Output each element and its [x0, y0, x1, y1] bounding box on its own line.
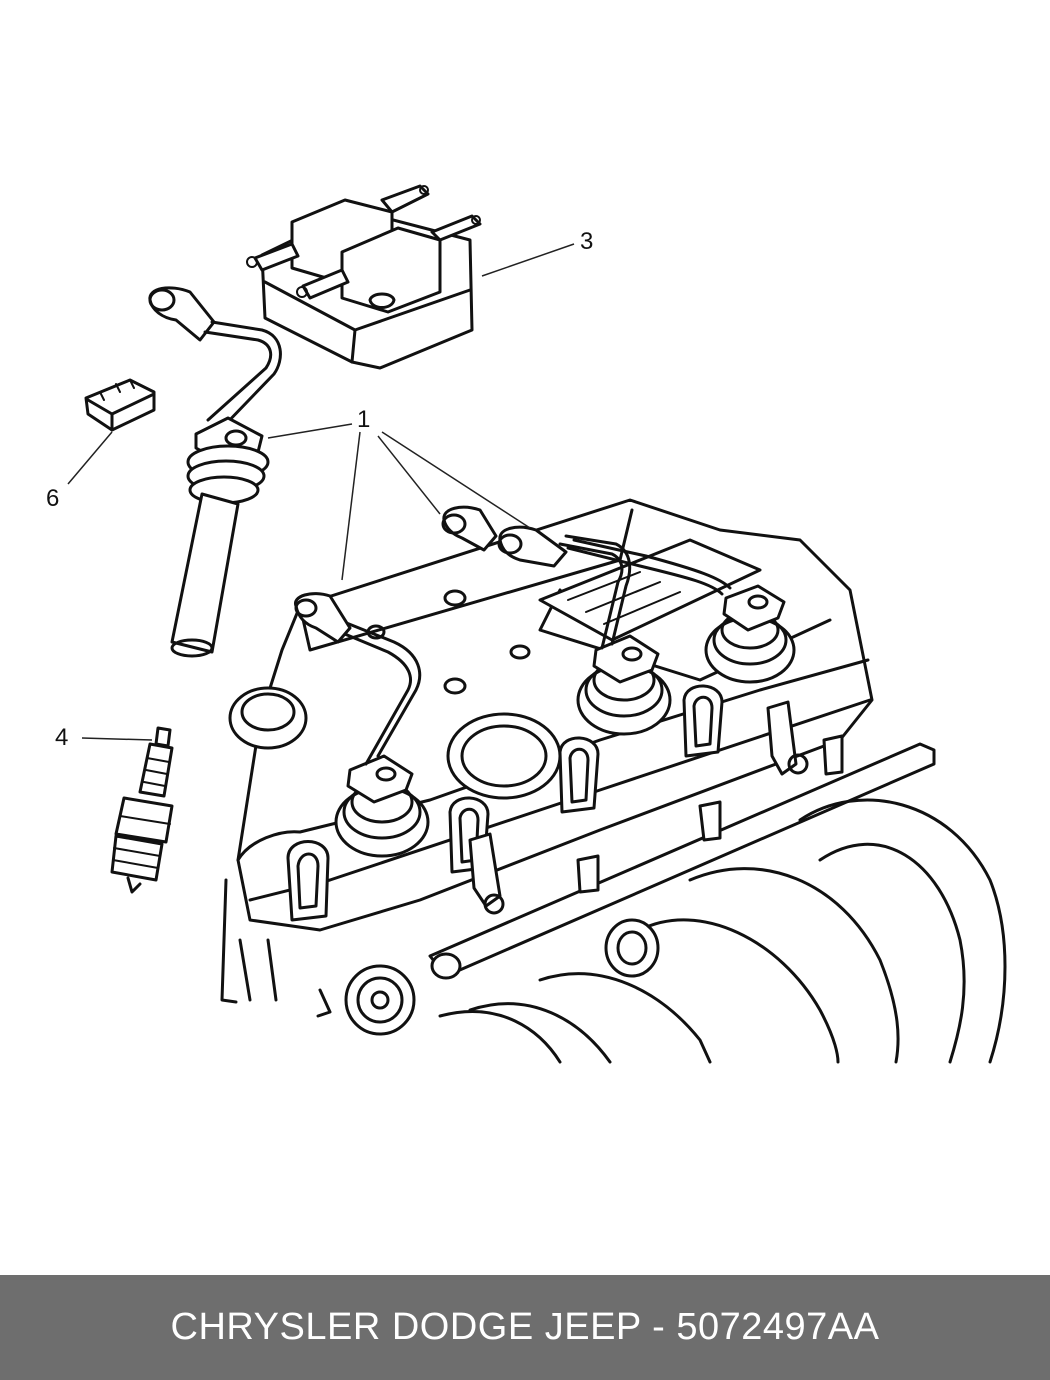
callout-coil-wire: 1 — [357, 406, 370, 433]
engine-drawing — [220, 498, 1007, 1064]
leader-line-coil — [481, 243, 575, 277]
callout-ignition-coil: 3 — [580, 228, 593, 255]
leader-lines — [67, 243, 575, 741]
leader-line-clip — [67, 431, 113, 485]
callout-spark-plug: 4 — [55, 724, 68, 751]
footer-banner: CHRYSLER DODGE JEEP - 5072497AA — [0, 1275, 1050, 1380]
coil-wire-drawing — [148, 286, 282, 658]
footer-caption: CHRYSLER DODGE JEEP - 5072497AA — [170, 1306, 880, 1348]
spark-plug-drawing — [110, 726, 174, 894]
callout-wire-clip: 6 — [46, 485, 59, 512]
leader-line-plug — [81, 737, 153, 741]
ignition-coil-drawing — [246, 184, 482, 370]
leader-line-wire-2 — [341, 431, 361, 581]
leader-line-wire-3 — [377, 435, 441, 515]
leader-line-wire-1 — [267, 423, 353, 439]
wire-clip-drawing — [84, 378, 156, 432]
leader-line-wire-4 — [381, 431, 531, 529]
ignition-parts-diagram: 3 1 6 4 — [46, 184, 1007, 1064]
